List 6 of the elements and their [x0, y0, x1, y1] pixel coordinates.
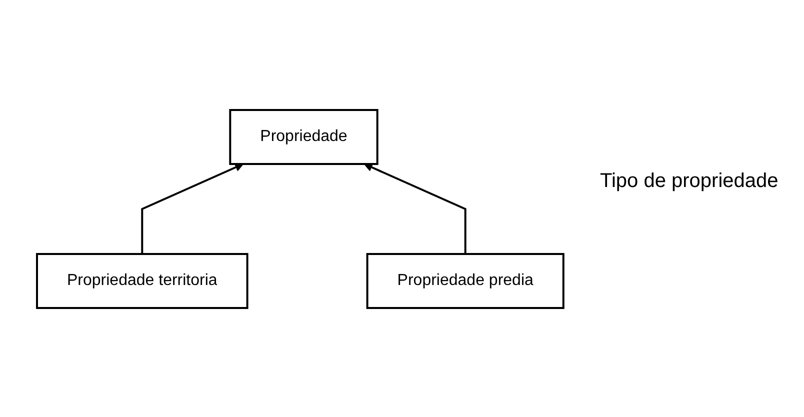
arrow — [364, 162, 466, 254]
node-box: Propriedade territoria — [36, 252, 248, 308]
arrow — [140, 162, 244, 254]
node-box: Propriedade — [228, 108, 378, 164]
node-box: Propriedade predia — [366, 252, 564, 308]
annotation-text: Tipo de propriedade — [600, 170, 780, 193]
